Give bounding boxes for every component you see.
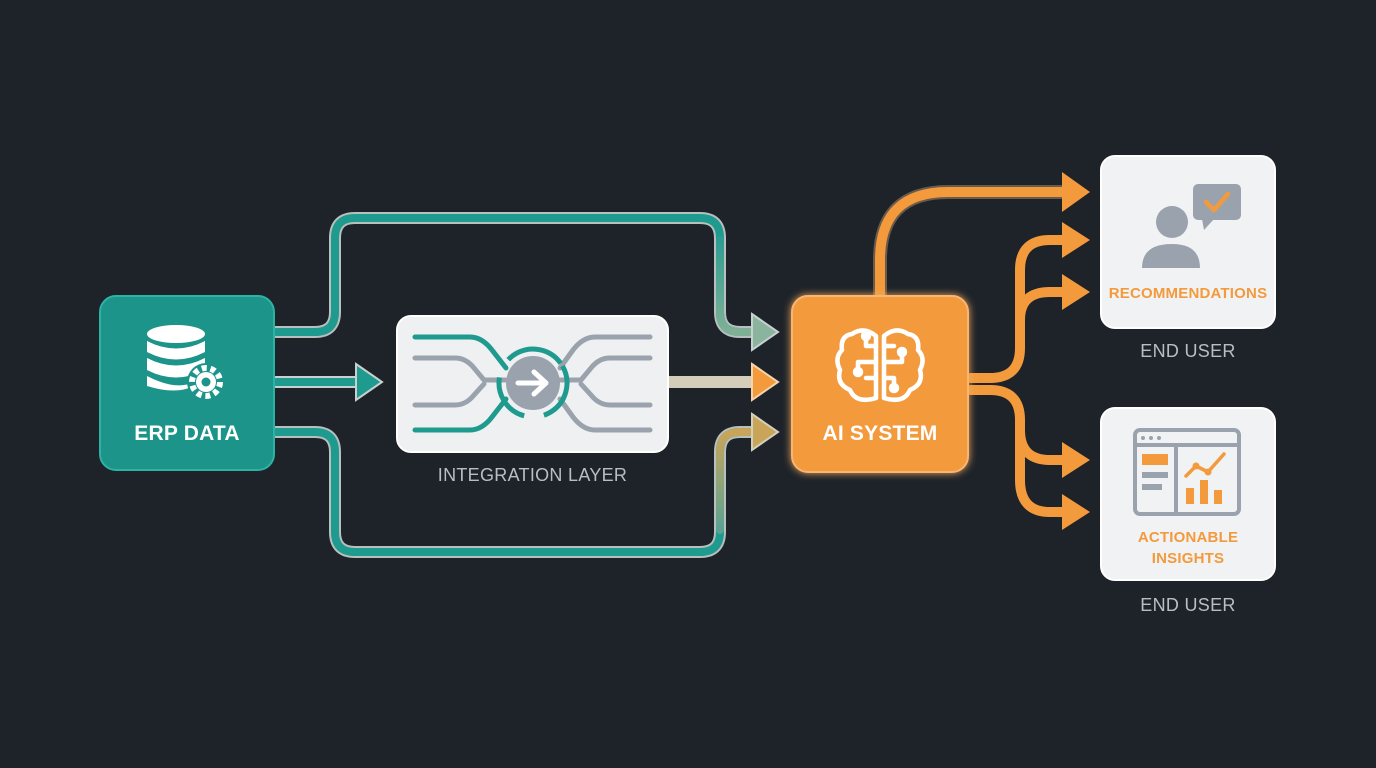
brain-circuit-icon	[835, 328, 925, 402]
recommendations-label: RECOMMENDATIONS	[1108, 285, 1268, 302]
dashboard-chart-icon	[1133, 428, 1241, 516]
erp-data-node	[99, 295, 275, 471]
integration-lines	[412, 334, 653, 433]
bottom-route-connector	[270, 412, 780, 558]
database-gear-icon	[147, 325, 225, 401]
integration-to-ai-arrow	[662, 362, 780, 402]
ai-system-label: AI SYSTEM	[822, 422, 938, 445]
top-route-arrowhead	[751, 312, 780, 352]
ai-output-connectors	[873, 185, 1077, 517]
actionable-insights-card	[1100, 407, 1276, 581]
erp-data-label: ERP DATA	[134, 422, 240, 445]
integration-layer-node	[396, 315, 669, 453]
actionable-insights-label-line1: ACTIONABLE	[1137, 529, 1239, 546]
recommendations-end-user-caption: END USER	[1140, 341, 1236, 361]
user-chat-check-icon	[1142, 184, 1241, 268]
ai-system-node	[791, 295, 969, 473]
recommendations-card	[1100, 155, 1276, 329]
integration-layer-caption: INTEGRATION LAYER	[437, 465, 628, 485]
actionable-insights-label-line2: INSIGHTS	[1151, 550, 1225, 567]
erp-to-integration-arrow	[270, 362, 384, 402]
bottom-route-arrowhead	[751, 412, 780, 452]
ai-output-arrowheads	[1062, 172, 1090, 530]
top-route-connector	[270, 212, 780, 352]
actionable-insights-end-user-caption: END USER	[1140, 595, 1236, 615]
arrow-circle-icon	[496, 346, 570, 420]
